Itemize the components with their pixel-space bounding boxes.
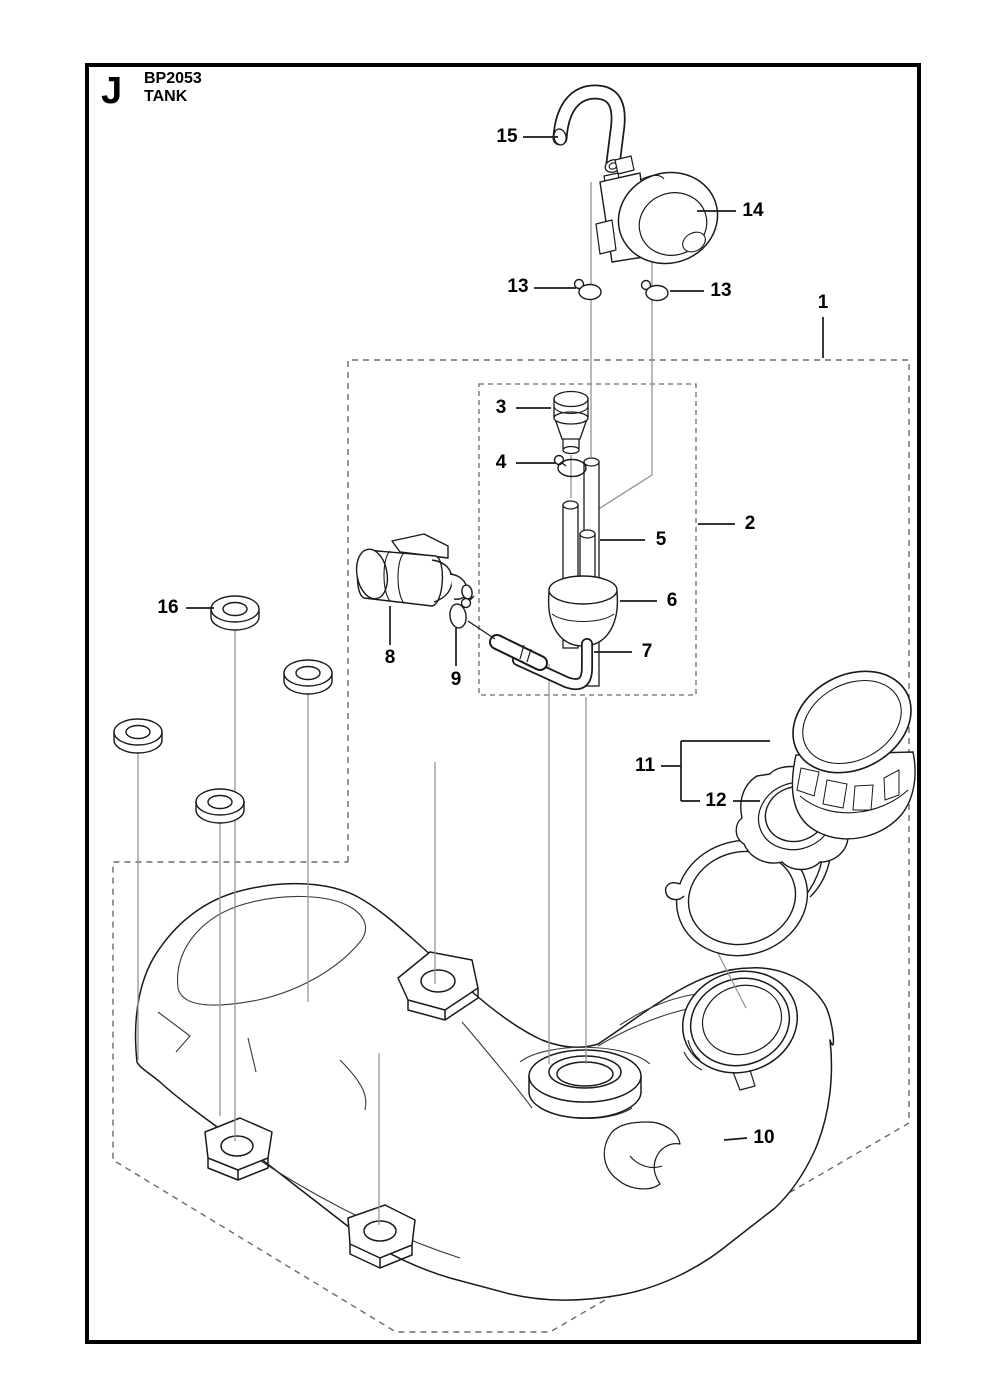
callout-8: 8 (384, 647, 396, 668)
callout-1: 1 (817, 292, 829, 313)
pickup-head-3 (553, 390, 589, 455)
clip-13-right (640, 279, 669, 302)
fuel-cap-11 (791, 670, 916, 840)
callout-5: 5 (655, 529, 667, 550)
clip-13-left (573, 278, 602, 301)
washer-16-c (113, 718, 163, 754)
callout-13b: 13 (710, 280, 732, 301)
model-number: BP2053 (144, 70, 202, 87)
washer-16-a (210, 595, 260, 631)
callout-13a: 13 (507, 276, 529, 297)
callout-15: 15 (496, 126, 518, 147)
gasket-ring (664, 789, 832, 957)
page-border (85, 63, 921, 1344)
tank-body-10 (134, 882, 835, 1301)
grommet-6 (547, 575, 619, 647)
primer-bulb-14 (595, 155, 719, 265)
clip-9 (449, 595, 475, 629)
callout-7: 7 (641, 641, 653, 662)
tank-lug-left (204, 1117, 273, 1181)
callout-6: 6 (666, 590, 678, 611)
hose-15 (552, 84, 626, 173)
fuel-filter-8 (355, 533, 473, 607)
washer-16-d (195, 788, 245, 824)
callout-3: 3 (495, 397, 507, 418)
tank-filler-neck (681, 970, 799, 1091)
tank-lug-bottom (347, 1204, 416, 1269)
washers-16 (113, 595, 333, 824)
callout-10: 10 (753, 1127, 775, 1148)
clip-4 (553, 454, 587, 478)
dashed-box-part2 (478, 383, 697, 696)
callout-11: 11 (634, 755, 656, 776)
elbow-pipe-7 (467, 620, 593, 691)
callout-2: 2 (744, 513, 756, 534)
callout-14: 14 (742, 200, 764, 221)
washer-16-b (283, 659, 333, 695)
tank-grommet-boss (528, 1049, 642, 1119)
tube-middle (579, 529, 596, 618)
page-letter: J (101, 70, 123, 112)
callout-12: 12 (705, 790, 727, 811)
label-lines (186, 136, 824, 1141)
callout-9: 9 (450, 669, 462, 690)
callout-16: 16 (157, 597, 179, 618)
callout-4: 4 (495, 452, 507, 473)
tank-lug-top (397, 951, 479, 1021)
section-title: TANK (144, 88, 188, 105)
